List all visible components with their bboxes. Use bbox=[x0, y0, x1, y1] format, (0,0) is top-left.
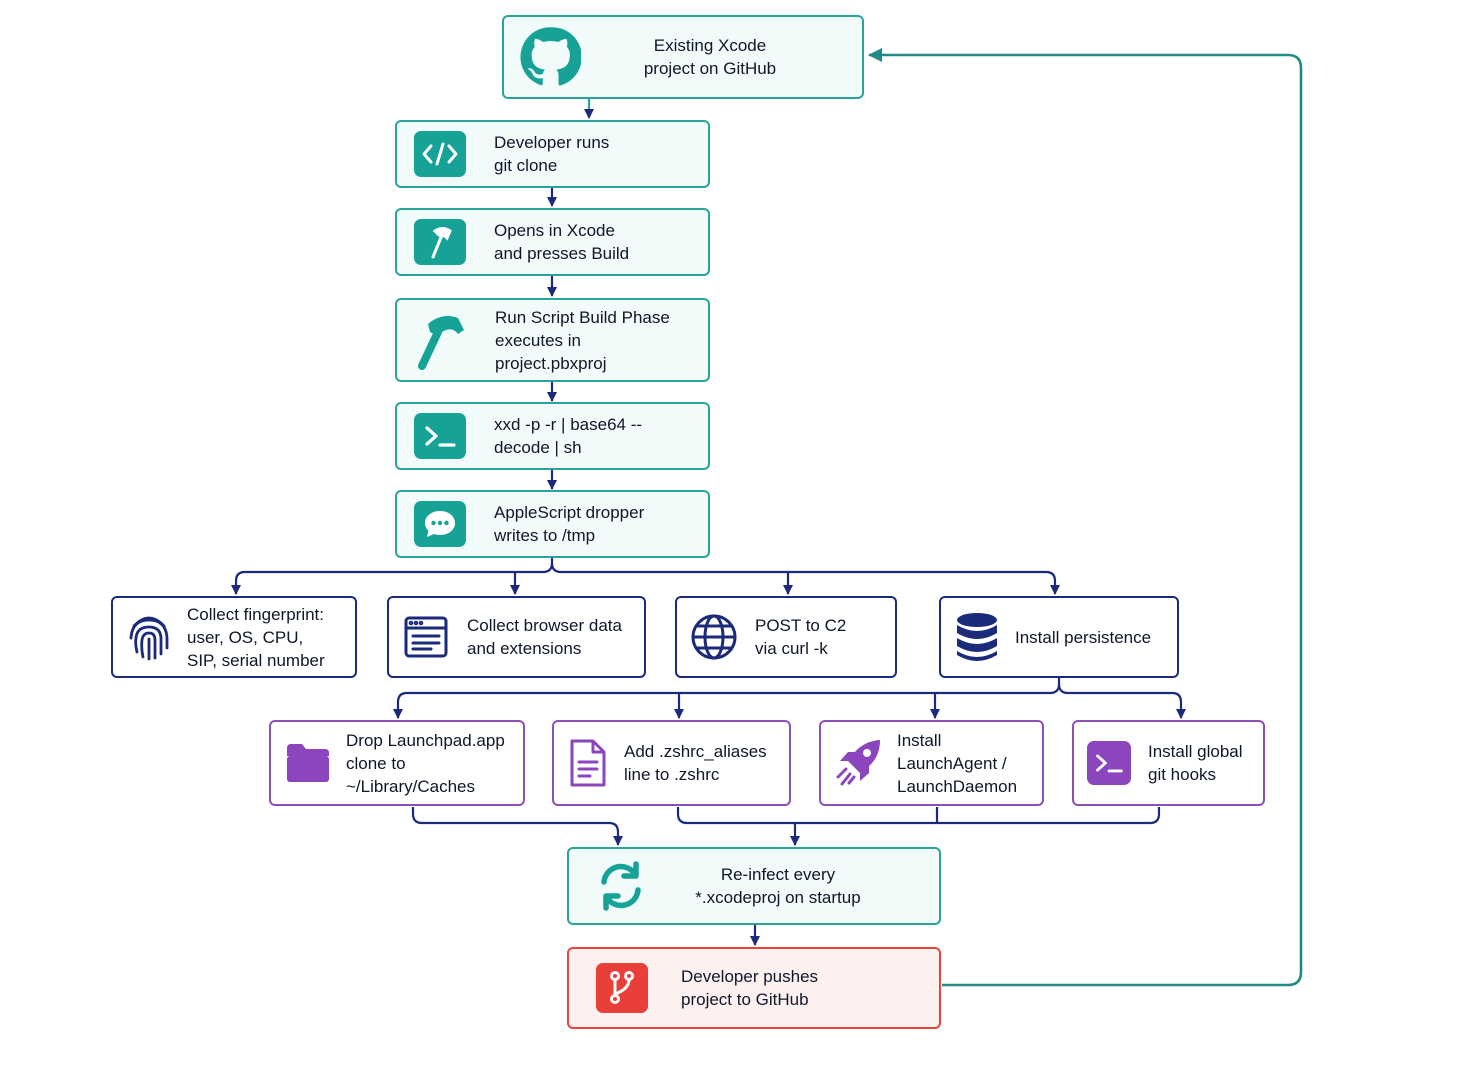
terminal-icon bbox=[414, 413, 466, 459]
node-github-project: Existing Xcode project on GitHub bbox=[502, 15, 864, 99]
node-label: Re-infect every *.xcodeproj on startup bbox=[695, 865, 861, 907]
node-label: Install persistence bbox=[1015, 627, 1152, 647]
refresh-icon bbox=[595, 861, 647, 911]
hammer-icon bbox=[414, 219, 466, 265]
node-git-hooks: Install global git hooks bbox=[1072, 720, 1265, 806]
node-label: Add .zshrc_aliases line to .zshrc bbox=[624, 742, 767, 784]
node-label: Developer runs git clone bbox=[494, 133, 610, 175]
node-label: Collect fingerprint: user, OS, CPU, SIP,… bbox=[187, 604, 325, 670]
node-label: AppleScript dropper writes to /tmp bbox=[494, 503, 645, 545]
github-icon bbox=[518, 26, 582, 88]
node-label: xxd -p -r | base64 -- decode | sh bbox=[494, 415, 643, 457]
node-post-c2: POST to C2 via curl -k bbox=[675, 596, 897, 678]
node-zshrc: Add .zshrc_aliases line to .zshrc bbox=[552, 720, 791, 806]
node-label: Install global git hooks bbox=[1148, 742, 1243, 784]
node-run-script: Run Script Build Phase executes in proje… bbox=[395, 298, 710, 382]
globe-icon bbox=[689, 613, 739, 661]
node-label: Install LaunchAgent / LaunchDaemon bbox=[897, 730, 1018, 796]
document-icon bbox=[566, 738, 610, 788]
merge-right-group bbox=[676, 807, 1161, 825]
node-reinfect: Re-infect every *.xcodeproj on startup bbox=[567, 847, 941, 925]
database-icon bbox=[953, 611, 1001, 663]
branch-to-browser bbox=[550, 562, 1060, 595]
node-label: Drop Launchpad.app clone to ~/Library/Ca… bbox=[346, 730, 505, 796]
branch-applescript-stem bbox=[231, 558, 554, 595]
node-label: Collect browser data and extensions bbox=[467, 616, 622, 658]
node-label: Opens in Xcode and presses Build bbox=[494, 221, 630, 263]
node-browser-data: Collect browser data and extensions bbox=[387, 596, 646, 678]
folder-icon bbox=[284, 742, 332, 784]
node-xcode-build: Opens in Xcode and presses Build bbox=[395, 208, 710, 276]
node-git-clone: Developer runs git clone bbox=[395, 120, 710, 188]
chat-bubble-icon bbox=[414, 501, 466, 547]
node-xxd-decode: xxd -p -r | base64 -- decode | sh bbox=[395, 402, 710, 470]
rocket-icon bbox=[833, 737, 885, 789]
node-label: Existing Xcode project on GitHub bbox=[643, 36, 777, 78]
node-launch-agent: Install LaunchAgent / LaunchDaemon bbox=[819, 720, 1044, 806]
terminal-icon bbox=[1087, 741, 1131, 785]
code-icon bbox=[414, 131, 466, 177]
fingerprint-icon bbox=[125, 612, 173, 662]
node-fingerprint: Collect fingerprint: user, OS, CPU, SIP,… bbox=[111, 596, 357, 678]
node-label: POST to C2 via curl -k bbox=[755, 616, 847, 658]
loop-back-arrow bbox=[868, 48, 1303, 987]
hammer-icon bbox=[413, 310, 467, 370]
git-branch-icon bbox=[596, 963, 648, 1013]
node-label: Developer pushes project to GitHub bbox=[681, 967, 819, 1009]
node-persistence: Install persistence bbox=[939, 596, 1179, 678]
branch-persistence-right bbox=[1057, 683, 1186, 719]
node-launchpad: Drop Launchpad.app clone to ~/Library/Ca… bbox=[269, 720, 525, 806]
browser-window-icon bbox=[403, 616, 449, 658]
merge-launchpad bbox=[411, 807, 623, 846]
node-push: Developer pushes project to GitHub bbox=[567, 947, 941, 1029]
branch-persistence-stem bbox=[393, 678, 1061, 719]
node-label: Run Script Build Phase executes in proje… bbox=[495, 307, 670, 373]
node-applescript: AppleScript dropper writes to /tmp bbox=[395, 490, 710, 558]
